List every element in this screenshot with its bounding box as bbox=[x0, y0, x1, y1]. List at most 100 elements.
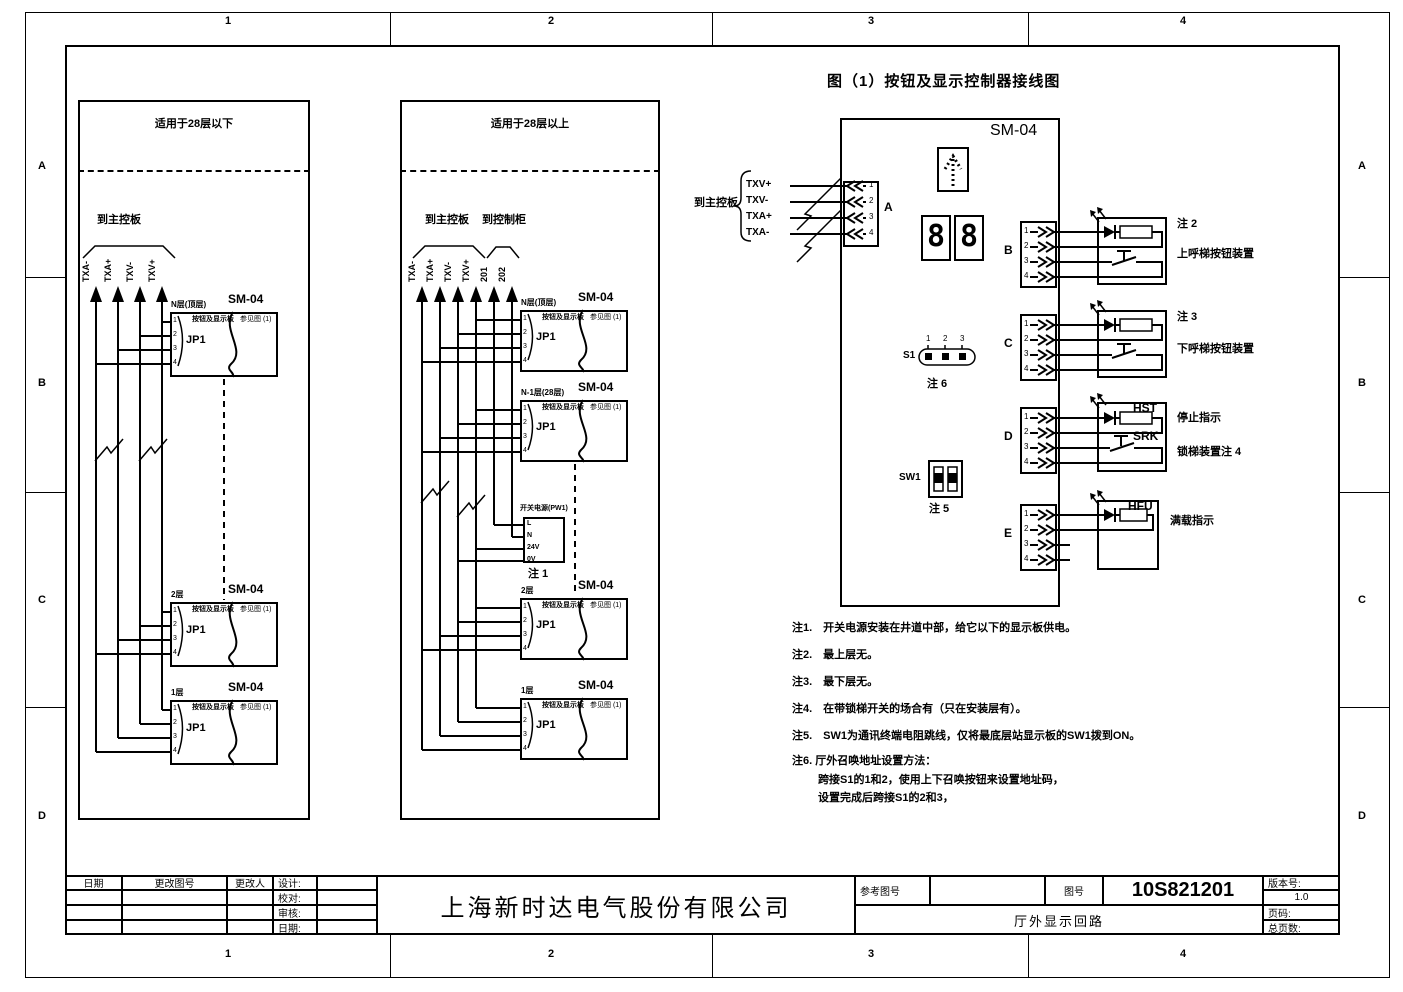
pin-number: 3 bbox=[523, 631, 527, 638]
wire-label: TXA- bbox=[81, 261, 91, 282]
display-board-box bbox=[520, 310, 628, 372]
to-main-board-label: 到主控板 bbox=[425, 214, 469, 226]
pin-number: 2 bbox=[523, 717, 527, 724]
pin-number: 4 bbox=[523, 447, 527, 454]
zone-col-label: 1 bbox=[225, 15, 232, 27]
zone-tick bbox=[1340, 707, 1390, 708]
pin-number: 2 bbox=[1024, 427, 1029, 436]
zone-row-label: A bbox=[38, 160, 46, 172]
note-line: 设置完成后跨接S1的2和3， bbox=[818, 792, 954, 804]
zone-tick bbox=[1340, 277, 1390, 278]
up-call-device-box bbox=[1097, 217, 1167, 285]
pin-number: 3 bbox=[523, 433, 527, 440]
device-c-symbols bbox=[1058, 300, 1163, 371]
left-panel-frame bbox=[78, 100, 310, 820]
pin-number: 2 bbox=[1024, 524, 1029, 533]
pin-number: 3 bbox=[1024, 349, 1029, 358]
model-label: SM-04 bbox=[578, 678, 614, 692]
pin-number: 1 bbox=[523, 603, 527, 610]
psu-label: 开关电源(PW1) bbox=[520, 505, 568, 512]
wire-label: TXV+ bbox=[461, 259, 471, 282]
pin-number: 4 bbox=[173, 359, 177, 366]
ref-label: 参见图 (1) bbox=[590, 602, 622, 609]
connector-label: JP1 bbox=[186, 624, 206, 636]
zone-tick bbox=[390, 12, 391, 45]
pin-number: 4 bbox=[1024, 364, 1029, 373]
pin-number: 1 bbox=[523, 405, 527, 412]
pin-number: 1 bbox=[523, 315, 527, 322]
zone-tick bbox=[712, 12, 713, 45]
to-cabinet-label: 到控制柜 bbox=[482, 214, 526, 226]
connector-c-label: C bbox=[1004, 336, 1013, 350]
zone-row-label: A bbox=[1358, 160, 1366, 172]
psu-pin: 24V bbox=[527, 544, 540, 551]
tb-total-label: 总页数: bbox=[1263, 920, 1340, 935]
connector-a-box bbox=[843, 181, 879, 247]
tb-check-label: 校对: bbox=[273, 890, 317, 905]
hfu-led-label: HFU bbox=[1128, 499, 1153, 513]
zone-row-label: B bbox=[38, 377, 46, 389]
ref-label: 参见图 (1) bbox=[590, 314, 622, 321]
tb-no-label: 图号 bbox=[1045, 875, 1103, 905]
note-line: 注5. SW1为通讯终端电阻跳线，仅将最底层站显示板的SW1拨到ON。 bbox=[792, 730, 1141, 742]
wire-label: TXA+ bbox=[103, 258, 113, 282]
tb-page-label: 页码: bbox=[1263, 905, 1340, 920]
connector-a-label: A bbox=[884, 200, 893, 214]
left-panel-header: 适用于28层以下 bbox=[154, 118, 234, 130]
model-label: SM-04 bbox=[228, 582, 264, 596]
floor-label: 1层 bbox=[521, 686, 534, 695]
zone-col-label: 4 bbox=[1180, 15, 1187, 27]
s1-pin-number: 2 bbox=[943, 334, 948, 343]
display-board-box bbox=[170, 602, 278, 667]
psu-pin: L bbox=[527, 520, 532, 527]
zone-row-label: D bbox=[1358, 810, 1366, 822]
model-label: SM-04 bbox=[578, 578, 614, 592]
note-line: 跨接S1的1和2，使用上下召唤按钮来设置地址码， bbox=[818, 774, 1064, 786]
s1-label: S1 bbox=[903, 350, 916, 361]
pin-number: 2 bbox=[1024, 334, 1029, 343]
pin-number: 1 bbox=[869, 180, 874, 189]
board-label: 按钮及显示板 bbox=[542, 702, 584, 709]
tb-changer-header: 更改人 bbox=[227, 875, 273, 890]
tb-date2-label: 日期: bbox=[273, 920, 317, 935]
tb-empty-cell bbox=[227, 890, 273, 905]
tb-empty-cell bbox=[122, 920, 227, 935]
device-label: 锁梯装置注 4 bbox=[1177, 446, 1242, 458]
ref-label: 参见图 (1) bbox=[590, 404, 622, 411]
wire-label: TXV+ bbox=[147, 259, 157, 282]
pin-number: 4 bbox=[523, 745, 527, 752]
model-label: SM-04 bbox=[228, 292, 264, 306]
pin-number: 4 bbox=[173, 747, 177, 754]
signal-label: TXA- bbox=[746, 227, 770, 238]
wire-label: TXV- bbox=[125, 261, 135, 282]
psu-box bbox=[523, 517, 565, 563]
display-board-box bbox=[170, 700, 278, 765]
tb-empty-cell bbox=[317, 890, 377, 905]
pin-number: 1 bbox=[1024, 226, 1029, 235]
zone-col-label: 3 bbox=[868, 15, 875, 27]
sheet-title: 厅外显示回路 bbox=[855, 905, 1263, 935]
outer-border bbox=[25, 12, 1390, 978]
model-label: SM-04 bbox=[228, 680, 264, 694]
display-board-box bbox=[520, 598, 628, 660]
device-label: 上呼梯按钮装置 bbox=[1177, 248, 1254, 260]
device-label: 停止指示 bbox=[1177, 412, 1221, 424]
tb-empty-cell bbox=[317, 920, 377, 935]
zone-tick bbox=[1028, 935, 1029, 978]
tb-version-label: 版本号: bbox=[1263, 875, 1340, 890]
zone-col-label: 4 bbox=[1180, 948, 1187, 960]
connector-c-box bbox=[1020, 314, 1057, 381]
wire-label: 202 bbox=[497, 266, 507, 282]
pin-number: 3 bbox=[173, 635, 177, 642]
wire-label: TXA+ bbox=[425, 258, 435, 282]
middle-box-symbols bbox=[527, 309, 588, 761]
pin-number: 4 bbox=[523, 645, 527, 652]
signal-label: TXA+ bbox=[746, 211, 772, 222]
connector-e-label: E bbox=[1004, 526, 1013, 540]
middle-panel-wiring bbox=[412, 245, 576, 751]
figure-title: 图（1）按钮及显示控制器接线图 bbox=[827, 73, 1061, 90]
display-board-box bbox=[520, 400, 628, 462]
zone-tick bbox=[25, 277, 65, 278]
tb-ref-value bbox=[930, 875, 1045, 905]
